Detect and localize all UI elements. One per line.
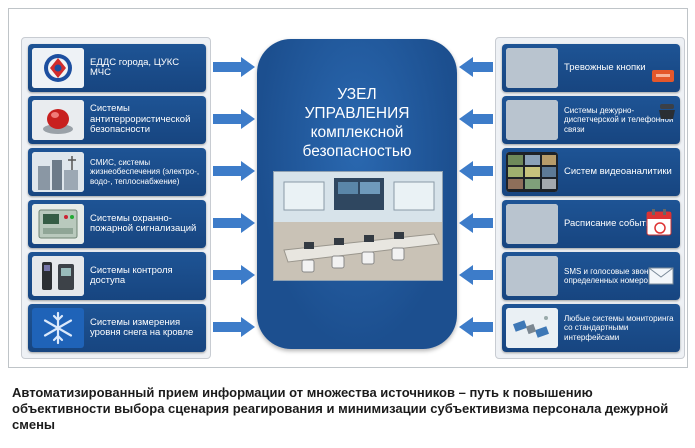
hub-title: УЗЕЛ УПРАВЛЕНИЯ комплексной безопасность… [302, 86, 412, 160]
source-item-snow-level: Системы измерения уровня снега на кровле [28, 304, 206, 352]
video-wall-icon [506, 152, 558, 192]
snowflake-icon [32, 308, 84, 348]
source-label: Систем видеоаналитики [564, 165, 672, 177]
source-item-access-control: Системы контроля доступа [28, 252, 206, 300]
arrow-to-hub-right [459, 109, 493, 129]
control-hub: УЗЕЛ УПРАВЛЕНИЯ комплексной безопасность… [257, 39, 457, 349]
source-item-event-schedule: Расписание событий [502, 200, 680, 248]
source-label: SMS и голосовые звонки с определенных но… [564, 266, 663, 286]
right-sources-column: Тревожные кнопки Системы дежурно-диспетч… [495, 37, 685, 359]
source-item-monitoring: Любые системы мониторинга со стандартным… [502, 304, 680, 352]
arrow-to-hub-right [459, 213, 493, 233]
source-item-antiterror: Системы антитеррористической безопасност… [28, 96, 206, 144]
arrow-to-hub-left [213, 161, 255, 181]
arrow-to-hub-left [213, 317, 255, 337]
thumb-placeholder [506, 204, 558, 244]
source-label: ЕДДС города, ЦУКС МЧС [90, 56, 180, 78]
arrow-to-hub-right [459, 265, 493, 285]
thumb-placeholder [506, 100, 558, 140]
arrow-to-hub-right [459, 317, 493, 337]
source-label: Любые системы мониторинга со стандартным… [564, 313, 674, 342]
arrow-to-hub-left [213, 265, 255, 285]
source-item-edds: ЕДДС города, ЦУКС МЧС [28, 44, 206, 92]
desk-phone-icon [659, 104, 675, 119]
left-sources-column: ЕДДС города, ЦУКС МЧС Системы антитеррор… [21, 37, 211, 359]
satellite-icon [506, 308, 558, 348]
thumb-placeholder [506, 256, 558, 296]
mchs-emblem-icon [32, 48, 84, 88]
source-item-fire-alarm: Системы охранно-пожарной сигнализаций [28, 200, 206, 248]
access-reader-icon [32, 256, 84, 296]
source-item-panic-buttons: Тревожные кнопки [502, 44, 680, 92]
sms-envelope-icon [648, 267, 674, 285]
calendar-icon [646, 209, 672, 236]
arrow-to-hub-left [213, 213, 255, 233]
panic-button-icon [506, 48, 558, 88]
control-room-photo [273, 171, 443, 281]
source-label: Тревожные кнопки [564, 61, 646, 73]
red-button-icon [652, 70, 674, 82]
source-label: Расписание событий [564, 217, 657, 229]
infrastructure-photo-icon [32, 152, 84, 192]
arrow-to-hub-left [213, 57, 255, 77]
control-panel-icon [32, 204, 84, 244]
source-label: Системы контроля доступа [90, 264, 173, 286]
arrows-layer [213, 57, 493, 337]
arrow-to-hub-left [213, 109, 255, 129]
arrow-to-hub-right [459, 161, 493, 181]
source-label: Системы антитеррористической безопасност… [90, 103, 191, 136]
source-label: Системы измерения уровня снега на кровле [90, 316, 194, 338]
figure-caption: Автоматизированный прием информации от м… [12, 385, 669, 432]
source-label: Системы дежурно-диспетчерской и телефонн… [564, 105, 674, 134]
alarm-button-icon [32, 100, 84, 140]
source-label: СМИС, системы жизнеобеспечения (электро-… [90, 157, 200, 186]
diagram-frame: ЕДДС города, ЦУКС МЧС Системы антитеррор… [8, 8, 688, 368]
source-item-smis: СМИС, системы жизнеобеспечения (электро-… [28, 148, 206, 196]
source-item-sms-calls: SMS и голосовые звонки с определенных но… [502, 252, 680, 300]
source-label: Системы охранно-пожарной сигнализаций [90, 212, 197, 234]
arrow-to-hub-right [459, 57, 493, 77]
source-item-dispatch: Системы дежурно-диспетчерской и телефонн… [502, 96, 680, 144]
source-item-video-analytics: Систем видеоаналитики [502, 148, 680, 196]
